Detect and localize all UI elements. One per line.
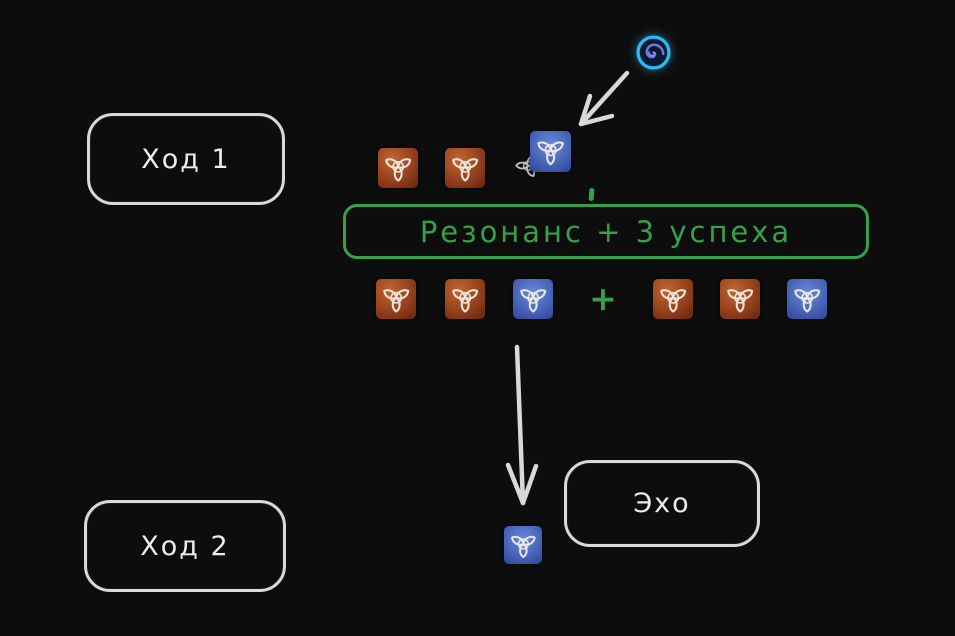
die-red[interactable] [445,279,485,319]
vortex-to-die-arrow[interactable] [570,64,636,132]
turn-1-label: Ход 1 [141,143,231,175]
turn-2-label: Ход 2 [140,530,230,562]
resonance-box[interactable]: Резонанс + 3 успеха [343,204,869,259]
turn-2-box[interactable]: Ход 2 [84,500,286,592]
resonance-label: Резонанс + 3 успеха [419,214,793,249]
turn-1-box[interactable]: Ход 1 [87,113,285,205]
die-blue[interactable] [504,526,542,564]
die-blue[interactable] [513,279,553,319]
carry-over-arrow[interactable] [496,340,548,512]
die-blue[interactable] [530,131,571,172]
die-red[interactable] [653,279,693,319]
die-red[interactable] [376,279,416,319]
die-red[interactable] [378,148,418,188]
echo-box[interactable]: Эхо [564,460,760,547]
plus-sign: + [589,279,617,318]
magic-vortex-icon[interactable] [635,34,672,71]
die-red[interactable] [445,148,485,188]
echo-label: Эхо [633,488,691,519]
die-blue[interactable] [787,279,827,319]
success-tick [588,187,595,202]
die-red[interactable] [720,279,760,319]
